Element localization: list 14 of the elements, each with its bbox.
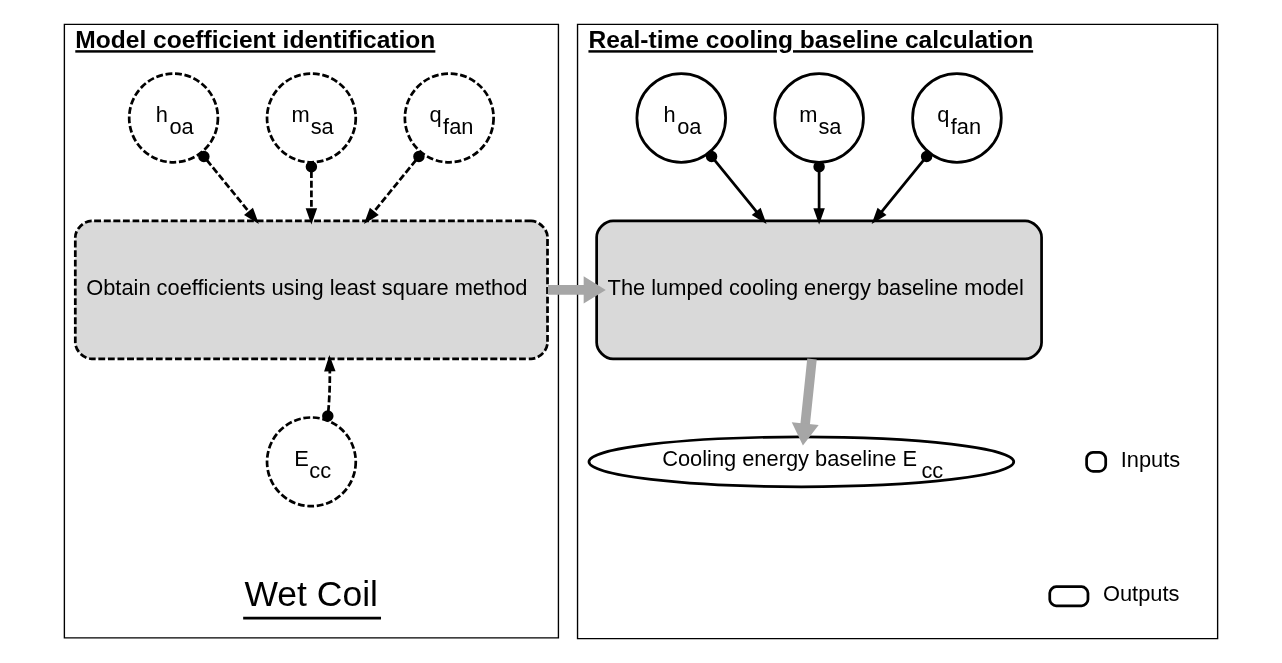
arrow <box>363 150 425 224</box>
arrow <box>322 354 336 422</box>
legend-label: Inputs <box>1120 447 1181 473</box>
arrow <box>813 161 825 225</box>
arrow <box>791 358 819 446</box>
arrow <box>305 161 318 225</box>
node-box: The lumped cooling energy baseline model <box>595 219 1043 361</box>
arrow <box>198 150 259 224</box>
arrow <box>705 150 767 224</box>
legend-label: Outputs <box>1102 581 1180 607</box>
label: Wet Coil <box>244 573 378 614</box>
arrow <box>547 276 606 304</box>
node-box: Obtain coefficients using least square method <box>73 219 549 361</box>
arrow <box>871 150 933 224</box>
